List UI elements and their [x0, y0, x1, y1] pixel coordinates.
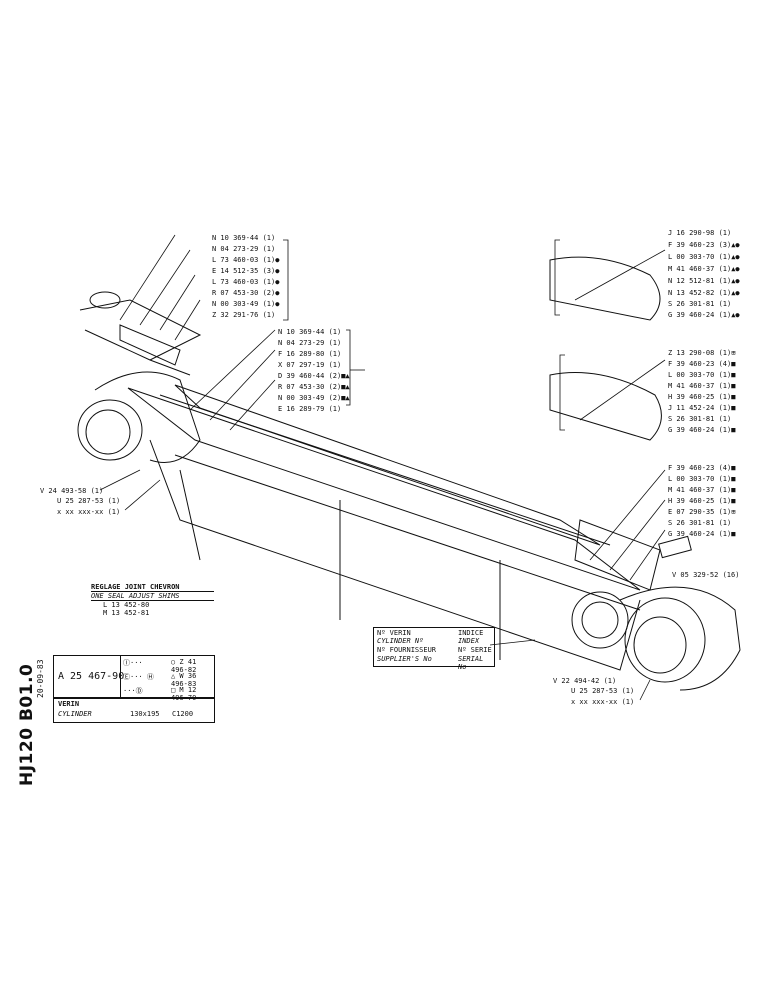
- callout: L 00 303-70 (1)■: [668, 475, 736, 483]
- size: 130x195: [130, 710, 160, 718]
- callout-bolt: V 05 329-52 (16): [672, 571, 739, 579]
- plate-text: Nº FOURNISSEUR: [377, 646, 437, 654]
- callout: Z 32 291-76 (1): [212, 311, 275, 319]
- stroke: C1200: [172, 710, 194, 718]
- callout: M 41 460-37 (1)▲●: [668, 265, 740, 273]
- callout: R 07 453-30 (2)●: [212, 289, 280, 297]
- callout: x xx xxx-xx (1): [57, 508, 120, 516]
- callout: S 26 301-81 (1): [668, 300, 731, 308]
- variant-code: ···Ⓓ: [123, 687, 143, 695]
- callout: N 04 273-29 (1): [212, 245, 275, 253]
- variant-code: Ⓔ··· Ⓗ: [123, 673, 154, 681]
- chevron-row: L 13 452-80: [103, 601, 150, 609]
- callout: R 07 453-30 (2)■▲: [278, 383, 350, 391]
- plate-text: SERIAL No: [458, 655, 484, 671]
- name-en: CYLINDER: [58, 710, 92, 718]
- rod-tube: [174, 384, 601, 546]
- name-fr: VERIN: [58, 700, 80, 708]
- callout: G 39 460-24 (1)■: [668, 530, 736, 538]
- callout: L 73 460-03 (1)●: [212, 278, 280, 286]
- chevron-row: M 13 452-81: [103, 609, 150, 617]
- callout: E 14 512-35 (3)●: [212, 267, 280, 275]
- callout: U 25 287-53 (1): [57, 497, 120, 505]
- callout: N 00 303-49 (2)■▲: [278, 394, 350, 402]
- part-number: A 25 467-90: [58, 671, 125, 682]
- right-eye: [624, 597, 706, 683]
- plate-text: INDEX: [458, 637, 480, 645]
- callout: D 39 460-44 (2)■▲: [278, 372, 350, 380]
- callout: J 16 290-98 (1): [668, 229, 731, 237]
- callout: L 00 303-70 (1)■: [668, 371, 736, 379]
- callout: N 10 369-44 (1): [278, 328, 341, 336]
- variant-ref: □ M 12 496-70: [171, 686, 197, 702]
- chevron-table: REGLAGE JOINT CHEVRON ONE SEAL ADJUST SH…: [91, 583, 214, 625]
- callout: G 39 460-24 (1)■: [668, 426, 736, 434]
- name-box: VERIN CYLINDER 130x195 C1200: [53, 697, 215, 723]
- callout: N 10 369-44 (1): [212, 234, 275, 242]
- callout: V 24 493-58 (1): [40, 487, 103, 495]
- callout: M 41 460-37 (1)■: [668, 486, 736, 494]
- callouts-right-3: F 39 460-23 (4)■ L 00 303-70 (1)■ M 41 4…: [668, 464, 736, 538]
- part-box: A 25 467-90 Ⓘ··· ○ Z 41 496-82 Ⓔ··· Ⓗ △ …: [53, 655, 215, 702]
- callout: E 16 289-79 (1): [278, 405, 341, 413]
- callout: N 12 512-81 (1)▲●: [668, 277, 740, 285]
- callouts-left-end: V 24 493-58 (1) U 25 287-53 (1) x xx xxx…: [40, 487, 120, 516]
- plate-text: SUPPLIER'S No: [377, 655, 432, 663]
- callout: S 26 301-81 (1): [668, 415, 731, 423]
- variant-ref: ○ Z 41 496-82: [171, 658, 197, 674]
- plate-text: CYLINDER Nº: [377, 637, 424, 645]
- callout: U 25 287-53 (1): [571, 687, 634, 695]
- callout: N 13 452-82 (1)▲●: [668, 289, 740, 297]
- callout: V 22 494-42 (1): [553, 677, 616, 685]
- callout: E 07 290-35 (1)⊞: [668, 508, 736, 516]
- callouts-right-1: J 16 290-98 (1) F 39 460-23 (3)▲● L 00 3…: [668, 229, 740, 319]
- callout: H 39 460-25 (1)■: [668, 497, 736, 505]
- callout: N 00 303-49 (1)●: [212, 300, 280, 308]
- chevron-subtitle: ONE SEAL ADJUST SHIMS: [91, 592, 214, 601]
- drawing-date: 20-09-83: [36, 659, 45, 698]
- callouts-right-end: V 22 494-42 (1) U 25 287-53 (1) x xx xxx…: [553, 677, 634, 706]
- callout: L 00 303-70 (1)▲●: [668, 253, 740, 261]
- callouts-top-left: N 10 369-44 (1) N 04 273-29 (1) L 73 460…: [212, 234, 280, 319]
- variant-code: Ⓘ···: [123, 659, 143, 667]
- plate-text: INDICE: [458, 629, 484, 637]
- callout: J 11 452-24 (1)■: [668, 404, 736, 412]
- drawing-number: HJ120 B01.0: [17, 663, 37, 786]
- callouts-right-2: Z 13 290-08 (1)⊞ F 39 460-23 (4)■ L 00 3…: [668, 349, 736, 434]
- callout: Z 13 290-08 (1)⊞: [668, 349, 736, 357]
- callout: X 07 297-19 (1): [278, 361, 341, 369]
- chevron-title: REGLAGE JOINT CHEVRON: [91, 583, 214, 592]
- callout: N 04 273-29 (1): [278, 339, 341, 347]
- callouts-mid-left: N 10 369-44 (1) N 04 273-29 (1) F 16 289…: [278, 328, 350, 413]
- callout: S 26 301-81 (1): [668, 519, 731, 527]
- callout: H 39 460-25 (1)■: [668, 393, 736, 401]
- callout: x xx xxx-xx (1): [571, 698, 634, 706]
- callout: F 16 289-80 (1): [278, 350, 341, 358]
- callout: F 39 460-23 (4)■: [668, 360, 736, 368]
- barrel-lower-edge: [149, 439, 641, 671]
- callout: F 39 460-23 (3)▲●: [668, 241, 740, 249]
- cylinder-barrel: [127, 387, 641, 591]
- callout: F 39 460-23 (4)■: [668, 464, 736, 472]
- callout: L 73 460-03 (1)●: [212, 256, 280, 264]
- plate-text: Nº SERIE: [458, 646, 492, 654]
- plate-text: Nº VERIN: [377, 629, 411, 637]
- callout: G 39 460-24 (1)▲●: [668, 311, 740, 319]
- variant-ref: △ W 36 496-83: [171, 672, 197, 688]
- callout: M 41 460-37 (1)■: [668, 382, 736, 390]
- id-plate: Nº VERIN INDICE CYLINDER Nº INDEX Nº FOU…: [373, 627, 495, 671]
- left-eye: [77, 399, 143, 461]
